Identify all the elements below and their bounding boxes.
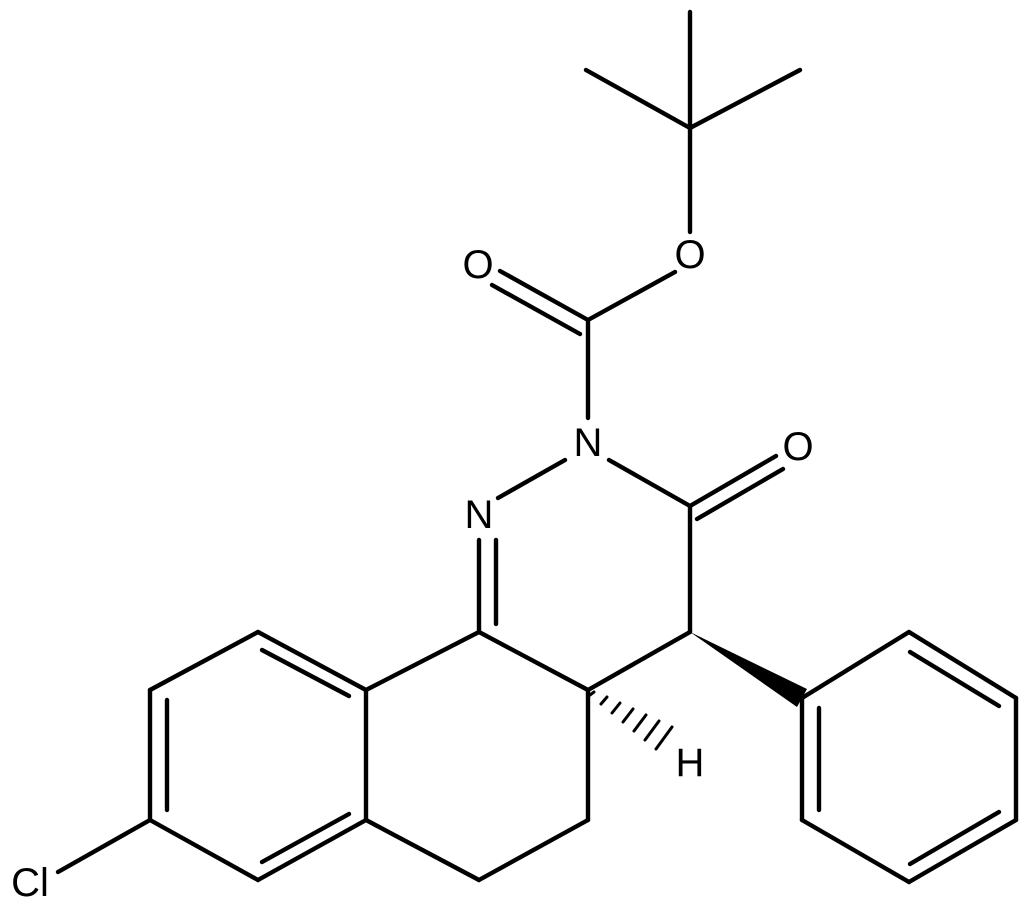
bond-n2-c3: [606, 457, 693, 509]
bond-c4-c4a: [585, 629, 693, 693]
pyridazinone-ring: [476, 453, 786, 693]
atom-label-o-ether: O: [674, 233, 705, 277]
bond-ph-4-5: [906, 817, 1019, 885]
hash-2: [599, 695, 609, 706]
bond-c3-o-double-b: [694, 466, 786, 522]
bond-c5-c6: [476, 817, 591, 883]
bond-c8-cl: [55, 817, 153, 875]
hash-6: [643, 719, 661, 742]
hash-bond-c4a-h: [588, 690, 674, 751]
boc-carbamate: [489, 268, 678, 421]
bond-c8-c7: [147, 817, 261, 883]
hash-3: [610, 701, 622, 715]
bond-tbu-methyl-left: [583, 67, 693, 131]
hash-4: [621, 707, 635, 724]
bond-c7-c6a-inner: [259, 811, 352, 865]
bond-ph-2-3-inner: [907, 649, 1002, 709]
bond-c10a-c10-inner: [259, 647, 352, 699]
atom-label-o-ester-carbonyl: O: [462, 243, 493, 287]
wedge-bond-c4-phenyl: [690, 632, 807, 707]
hash-1: [588, 690, 596, 697]
chlorobenzo-ring: [55, 629, 369, 883]
atom-label-o-ketone: O: [782, 425, 813, 469]
bond-carbonyl-double-a: [497, 268, 591, 323]
bond-c10a-c10: [255, 629, 369, 693]
atom-label-n2: N: [574, 421, 603, 465]
bond-ph-5-6: [799, 817, 912, 885]
bond-c7-c6a: [255, 817, 369, 883]
bond-n2-n1: [495, 457, 568, 501]
atom-label-cl: Cl: [11, 861, 49, 905]
bond-c6-c6a: [363, 817, 482, 883]
bond-c10-c9: [147, 629, 261, 693]
dihydro-ring: [363, 629, 591, 883]
bond-ph-1-2: [799, 629, 912, 701]
atom-label-n1: N: [465, 493, 494, 537]
bond-c4a-c10b: [476, 629, 591, 693]
phenyl-ring: [799, 629, 1019, 885]
hash-7: [654, 725, 674, 751]
bond-c3-o-double-a: [687, 453, 779, 509]
bond-o-carbonyl-carbon: [585, 269, 678, 323]
atom-label-h4a: H: [676, 741, 705, 785]
bond-tbu-methyl-right: [687, 67, 803, 131]
tert-butyl-group: [583, 9, 803, 235]
hash-5: [632, 713, 648, 733]
bond-ph-2-3: [906, 629, 1019, 701]
bond-carbonyl-double-b: [489, 282, 583, 337]
bond-c10a-c10b: [363, 629, 482, 693]
bond-ph-4-5-inner: [907, 809, 1002, 867]
